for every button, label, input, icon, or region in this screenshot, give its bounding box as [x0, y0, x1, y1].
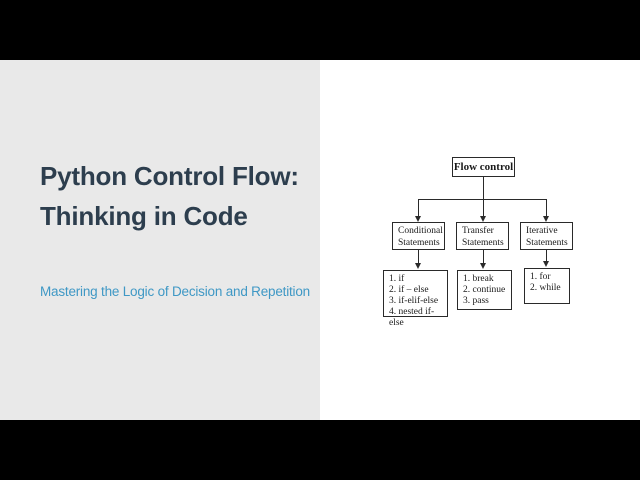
list-box-iterative: 1. for 2. while: [524, 268, 570, 304]
arrow-down-icon: [415, 263, 421, 269]
connector-horizontal: [418, 199, 547, 200]
connector-branch-3: [546, 199, 547, 217]
slide-title-line-2: Thinking in Code: [40, 201, 248, 231]
arrow-down-icon: [415, 216, 421, 222]
list-item: 4. nested if-else: [389, 307, 435, 328]
list-item: 3. pass: [463, 296, 489, 306]
connector-list-3: [546, 250, 547, 263]
slide-title: Python Control Flow: Thinking in Code: [40, 156, 310, 236]
list-box-conditional: 1. if 2. if – else 3. if-elif-else 4. ne…: [383, 270, 448, 328]
connector-root-stem: [483, 177, 484, 199]
connector-branch-1: [418, 199, 419, 217]
arrow-down-icon: [480, 263, 486, 269]
branch-box-conditional: Conditional Statements: [392, 222, 445, 250]
list-item: 3. if-elif-else: [389, 296, 439, 306]
list-item: 1. if: [389, 274, 405, 284]
list-item: 1. for: [530, 272, 551, 282]
branch-box-iterative: Iterative Statements: [520, 222, 573, 250]
branch-box-transfer: Transfer Statements: [456, 222, 509, 250]
title-panel: Python Control Flow: Thinking in Code Ma…: [0, 60, 320, 420]
arrow-down-icon: [543, 261, 549, 267]
list-item: 1. break: [463, 274, 494, 284]
connector-list-1: [418, 250, 419, 264]
connector-list-2: [483, 250, 484, 264]
flowchart-root-box: Flow control: [452, 157, 515, 177]
list-box-transfer: 1. break 2. continue 3. pass: [457, 270, 512, 310]
connector-branch-2: [483, 199, 484, 217]
list-item: 2. while: [530, 283, 561, 293]
arrow-down-icon: [543, 216, 549, 222]
slide-title-line-1: Python Control Flow:: [40, 161, 299, 191]
list-item: 2. continue: [463, 285, 506, 295]
arrow-down-icon: [480, 216, 486, 222]
slide-subtitle: Mastering the Logic of Decision and Repe…: [40, 284, 310, 299]
slide: Python Control Flow: Thinking in Code Ma…: [0, 60, 640, 420]
list-item: 2. if – else: [389, 285, 429, 295]
